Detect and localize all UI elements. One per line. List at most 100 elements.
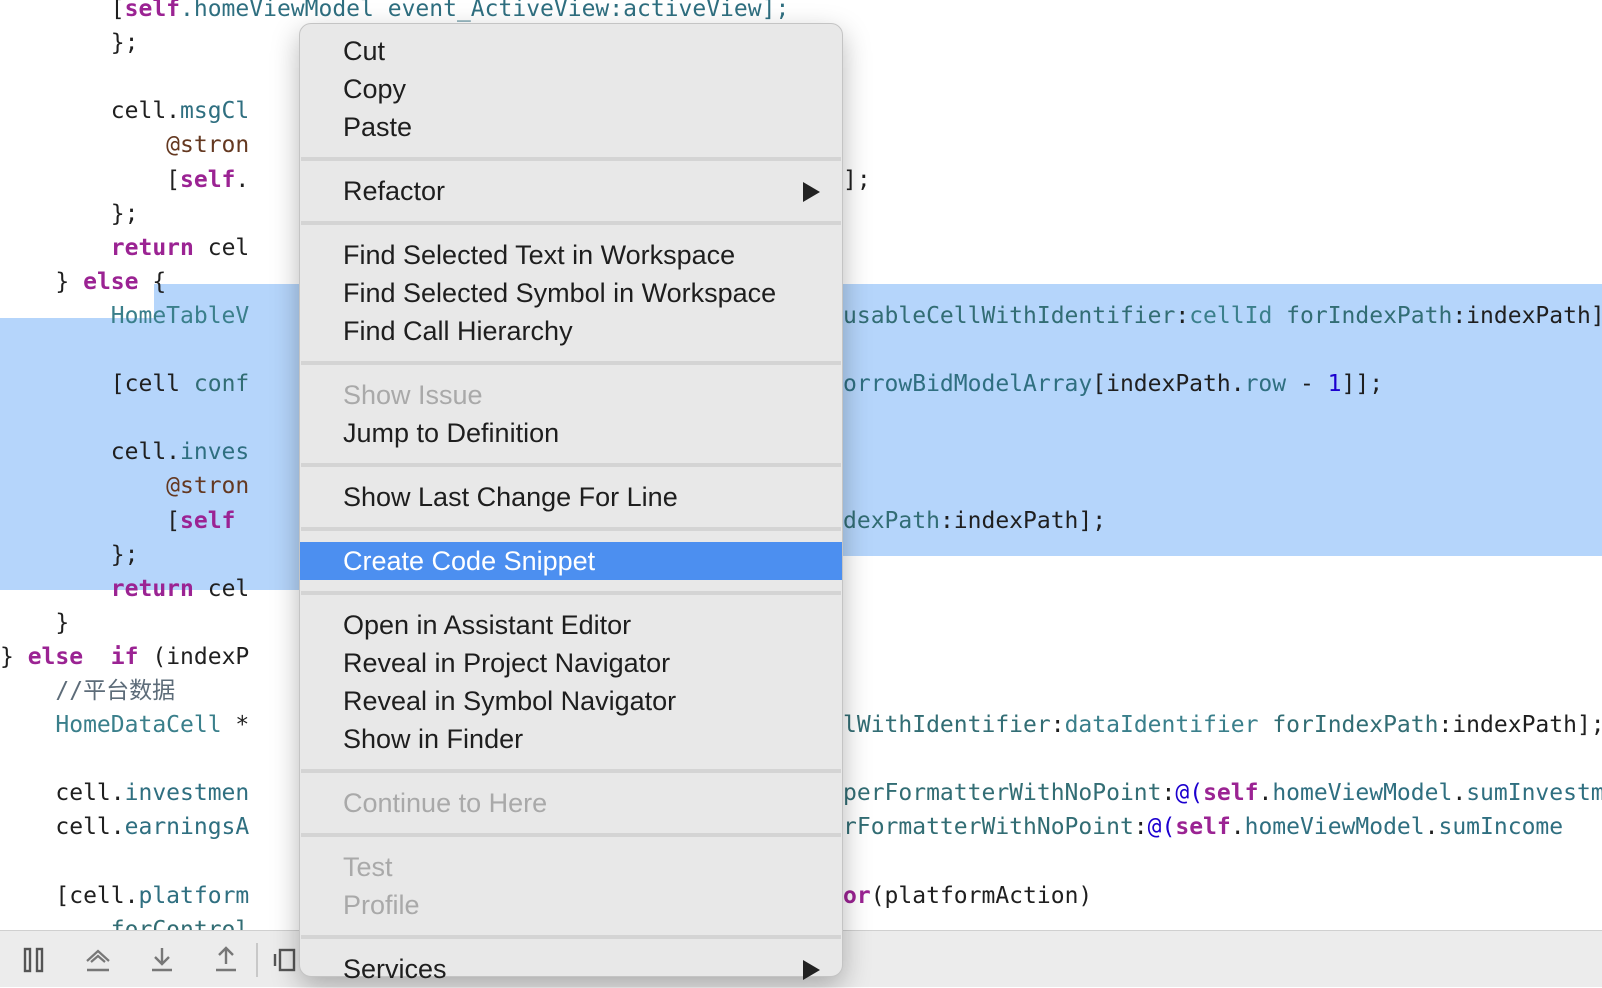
code-line: }; [0,538,139,572]
toolbar-divider [256,943,258,977]
code-token [0,712,55,738]
code-line: forControl [0,913,249,930]
menu-item-show-in-finder[interactable]: Show in Finder [300,720,842,758]
menu-item-create-code-snippet[interactable]: Create Code Snippet [300,542,842,580]
step-into-button[interactable] [145,943,179,977]
menu-item-find-selected-text-in-workspace[interactable]: Find Selected Text in Workspace [300,236,842,274]
menu-item-paste[interactable]: Paste [300,108,842,146]
code-token: earningsA [124,814,250,841]
code-token: platform [138,882,250,909]
menu-separator [301,591,841,595]
submenu-arrow-icon [803,182,820,202]
code-token: } [0,643,28,670]
menu-separator [301,463,841,467]
menu-item-show-issue: Show Issue [300,376,842,414]
code-token: HomeDataCell [55,712,222,739]
code-token: orrowBidModelArray [843,371,1093,398]
code-line: //平台数据 [0,674,175,708]
code-token: msgCl [180,98,250,125]
code-token [1272,303,1286,329]
menu-item-copy[interactable]: Copy [300,70,842,108]
step-over-button[interactable] [81,943,115,977]
menu-separator [301,221,841,225]
code-token [0,132,166,158]
menu-item-jump-to-definition[interactable]: Jump to Definition [300,414,842,452]
code-token: self [1175,814,1231,841]
code-token: : [1161,780,1176,807]
code-line: cell.investmen [0,776,249,810]
code-token: dexPath [843,507,940,534]
menu-separator [301,361,841,365]
code-token: conf [193,371,250,398]
code-token: self [180,507,236,534]
code-token: }; [0,200,139,227]
code-token: [ [0,507,181,534]
code-line: HomeTableV [0,299,249,333]
code-token: row [1244,371,1287,398]
code-token: ]]; [1341,371,1384,398]
code-token: cell. [0,439,181,466]
code-token: homeViewModel [1272,780,1453,807]
menu-item-refactor[interactable]: Refactor [300,172,842,210]
code-token: @( [1175,780,1204,807]
code-line-fragment: or(platformAction) [843,879,1092,913]
menu-item-reveal-in-project-navigator[interactable]: Reveal in Project Navigator [300,644,842,682]
menu-separator [301,769,841,773]
menu-item-show-last-change-for-line[interactable]: Show Last Change For Line [300,478,842,516]
code-line: } else { [0,265,166,299]
menu-separator [301,527,841,531]
code-token: homeViewModel [1244,814,1425,841]
code-token: } [0,268,84,295]
code-token: cell. [0,780,125,807]
code-token: usableCellWithIdentifier [843,302,1176,329]
code-token: .homeViewModel event_ActiveView:activeVi… [180,0,790,22]
code-token: else [27,643,84,670]
menu-separator [301,157,841,161]
code-token: [cell [0,371,194,398]
code-token: [ [0,166,181,193]
code-line: HomeDataCell * [0,708,249,742]
selection-highlight [0,556,299,590]
debug-view-hierarchy-button[interactable] [271,943,305,977]
menu-item-find-call-hierarchy[interactable]: Find Call Hierarchy [300,312,842,350]
code-line-fragment: rFormatterWithNoPoint:@(self.homeViewMod… [843,810,1563,844]
menu-item-cut[interactable]: Cut [300,32,842,70]
code-token: lWithIdentifier [843,712,1051,739]
menu-item-open-in-assistant-editor[interactable]: Open in Assistant Editor [300,606,842,644]
code-token: cellId [1189,302,1273,329]
pause-continue-button[interactable] [17,943,51,977]
code-token: cel [193,575,250,602]
menu-item-find-selected-symbol-in-workspace[interactable]: Find Selected Symbol in Workspace [300,274,842,312]
code-token: . [1424,814,1439,841]
menu-item-label: Reveal in Symbol Navigator [343,686,677,716]
menu-item-reveal-in-symbol-navigator[interactable]: Reveal in Symbol Navigator [300,682,842,720]
code-token: . [235,166,250,193]
code-token: rFormatterWithNoPoint [843,814,1134,841]
code-token: ]; [843,166,871,193]
menu-item-label: Reveal in Project Navigator [343,648,671,678]
code-token: self [124,0,181,22]
code-token: return [110,575,194,602]
code-line: @stron [0,128,249,162]
code-token: inves [180,439,250,466]
code-token: self [1203,780,1259,807]
code-token: @stron [166,473,250,500]
code-token: cell. [0,98,181,125]
code-token [0,235,111,261]
code-token: forIndexPath [1286,302,1453,329]
step-out-button[interactable] [209,943,243,977]
menu-item-services[interactable]: Services [300,950,842,988]
menu-item-label: Show Issue [343,380,483,410]
code-line: [self.homeViewModel event_ActiveView:act… [0,0,790,26]
menu-item-label: Continue to Here [343,788,548,818]
code-line: } [0,606,69,640]
menu-item-label: Find Call Hierarchy [343,316,573,346]
menu-item-label: Create Code Snippet [343,546,596,576]
code-token: //平台数据 [55,678,176,704]
code-token: sumIncome [1438,814,1564,841]
menu-item-label: Find Selected Text in Workspace [343,240,736,270]
code-token: :indexPath]; [939,507,1107,534]
code-token [83,644,111,670]
code-token: : [1133,814,1148,841]
code-line: }; [0,197,139,231]
